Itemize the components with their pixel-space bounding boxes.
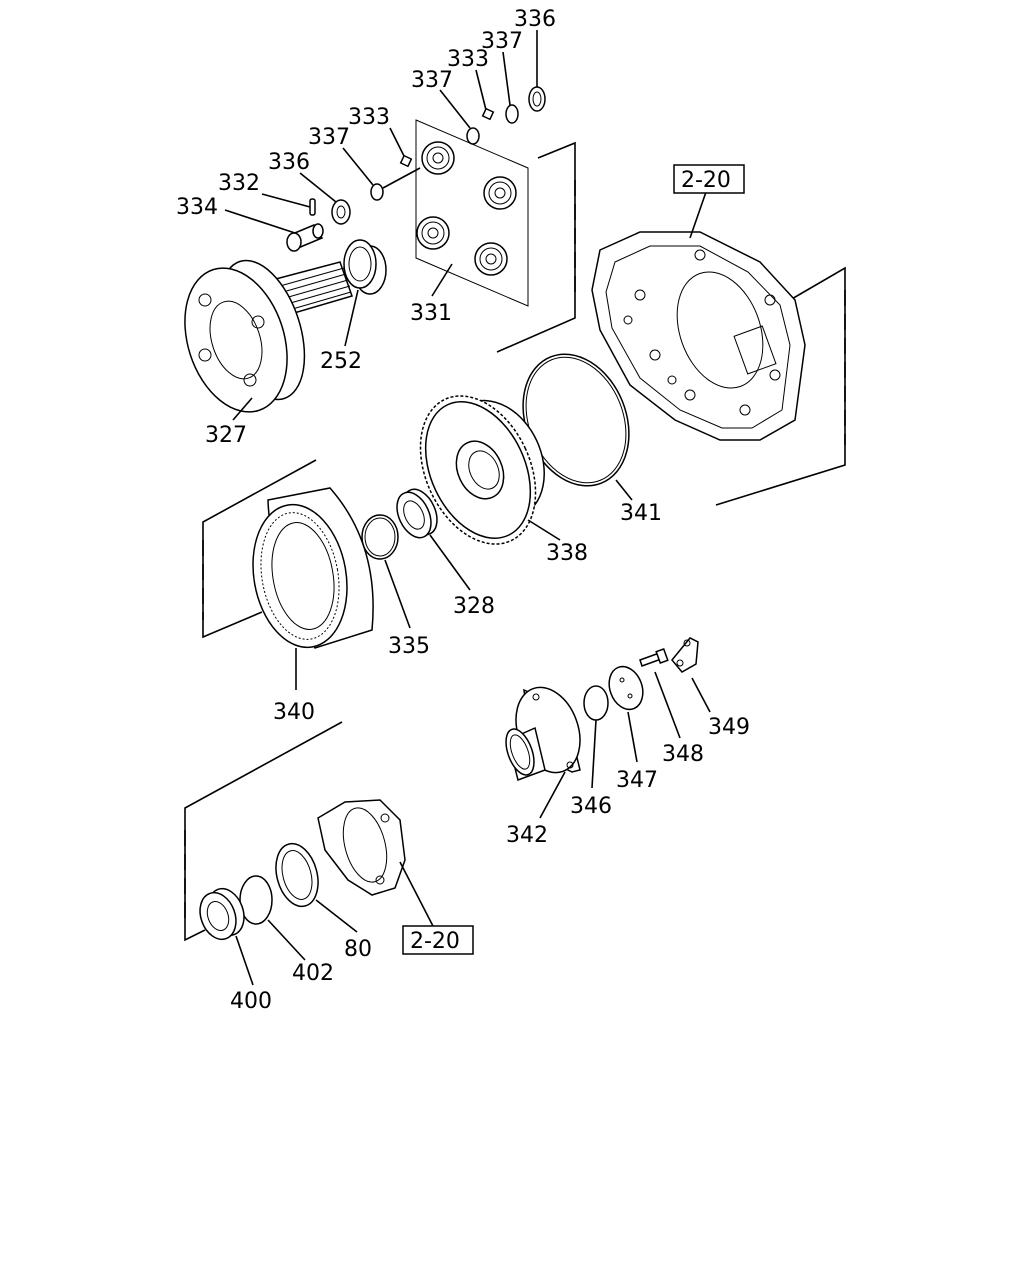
label-331: 331 [410, 301, 452, 326]
snap-ring-337-top [505, 104, 519, 124]
label-348: 348 [662, 742, 704, 767]
group-bracket-housing [715, 266, 846, 506]
planet-gears-assembly [415, 119, 529, 307]
ring-gear-340 [252, 487, 374, 649]
ref-box-top[interactable]: 2-20 [673, 164, 745, 194]
rear-cover [317, 799, 406, 896]
lock-plate-349 [671, 637, 699, 673]
label-337-low: 337 [308, 125, 350, 150]
snap-ring-335 [361, 514, 399, 560]
group-bracket-planet-carrier [496, 141, 576, 353]
gear-338 [419, 395, 545, 545]
label-333-mid: 333 [348, 105, 390, 130]
label-349: 349 [708, 715, 750, 740]
ref-label-top: 2-20 [681, 168, 731, 193]
label-334: 334 [176, 195, 218, 220]
label-335: 335 [388, 634, 430, 659]
ref-label-bottom: 2-20 [410, 929, 460, 954]
washer-336-top [528, 86, 546, 112]
planet-gear-1 [421, 141, 455, 175]
label-332: 332 [218, 171, 260, 196]
transfer-housing [591, 231, 806, 441]
snap-ring-337-mid [466, 127, 480, 145]
planet-gear-2 [483, 176, 517, 210]
group-bracket-ring-gear [202, 459, 317, 639]
pin-332 [309, 198, 316, 216]
ref-box-bottom[interactable]: 2-20 [402, 925, 474, 955]
planet-carrier-327 [184, 259, 353, 413]
label-340: 340 [273, 700, 315, 725]
leader-lines [224, 30, 711, 986]
planet-gear-3 [416, 216, 450, 250]
label-80: 80 [344, 937, 372, 962]
shaft-334 [286, 223, 324, 252]
flange-342 [505, 686, 581, 781]
label-333-top: 333 [447, 47, 489, 72]
plate-347 [608, 665, 644, 711]
planet-gear-4 [474, 242, 508, 276]
label-336-top: 336 [514, 7, 556, 32]
snap-ring-402 [239, 875, 273, 925]
label-327: 327 [205, 423, 247, 448]
label-337-mid: 337 [411, 68, 453, 93]
washer-336-low [331, 199, 351, 225]
snap-ring-337-low [370, 183, 384, 201]
label-347: 347 [616, 768, 658, 793]
label-252: 252 [320, 349, 362, 374]
o-ring-346 [583, 685, 609, 721]
pin-333-top [481, 107, 495, 121]
bushing-252 [343, 239, 387, 295]
label-341: 341 [620, 501, 662, 526]
label-400: 400 [230, 989, 272, 1014]
label-402: 402 [292, 961, 334, 986]
label-346: 346 [570, 794, 612, 819]
label-338: 338 [546, 541, 588, 566]
label-337-top: 337 [481, 29, 523, 54]
bearing-328 [396, 488, 438, 539]
bolt-348 [639, 648, 669, 667]
label-342: 342 [506, 823, 548, 848]
label-336-low: 336 [268, 150, 310, 175]
oil-seal-80 [275, 842, 319, 908]
pin-333-mid [399, 154, 413, 168]
label-328: 328 [453, 594, 495, 619]
group-bracket-output [184, 721, 343, 942]
bearing-400 [199, 887, 245, 941]
